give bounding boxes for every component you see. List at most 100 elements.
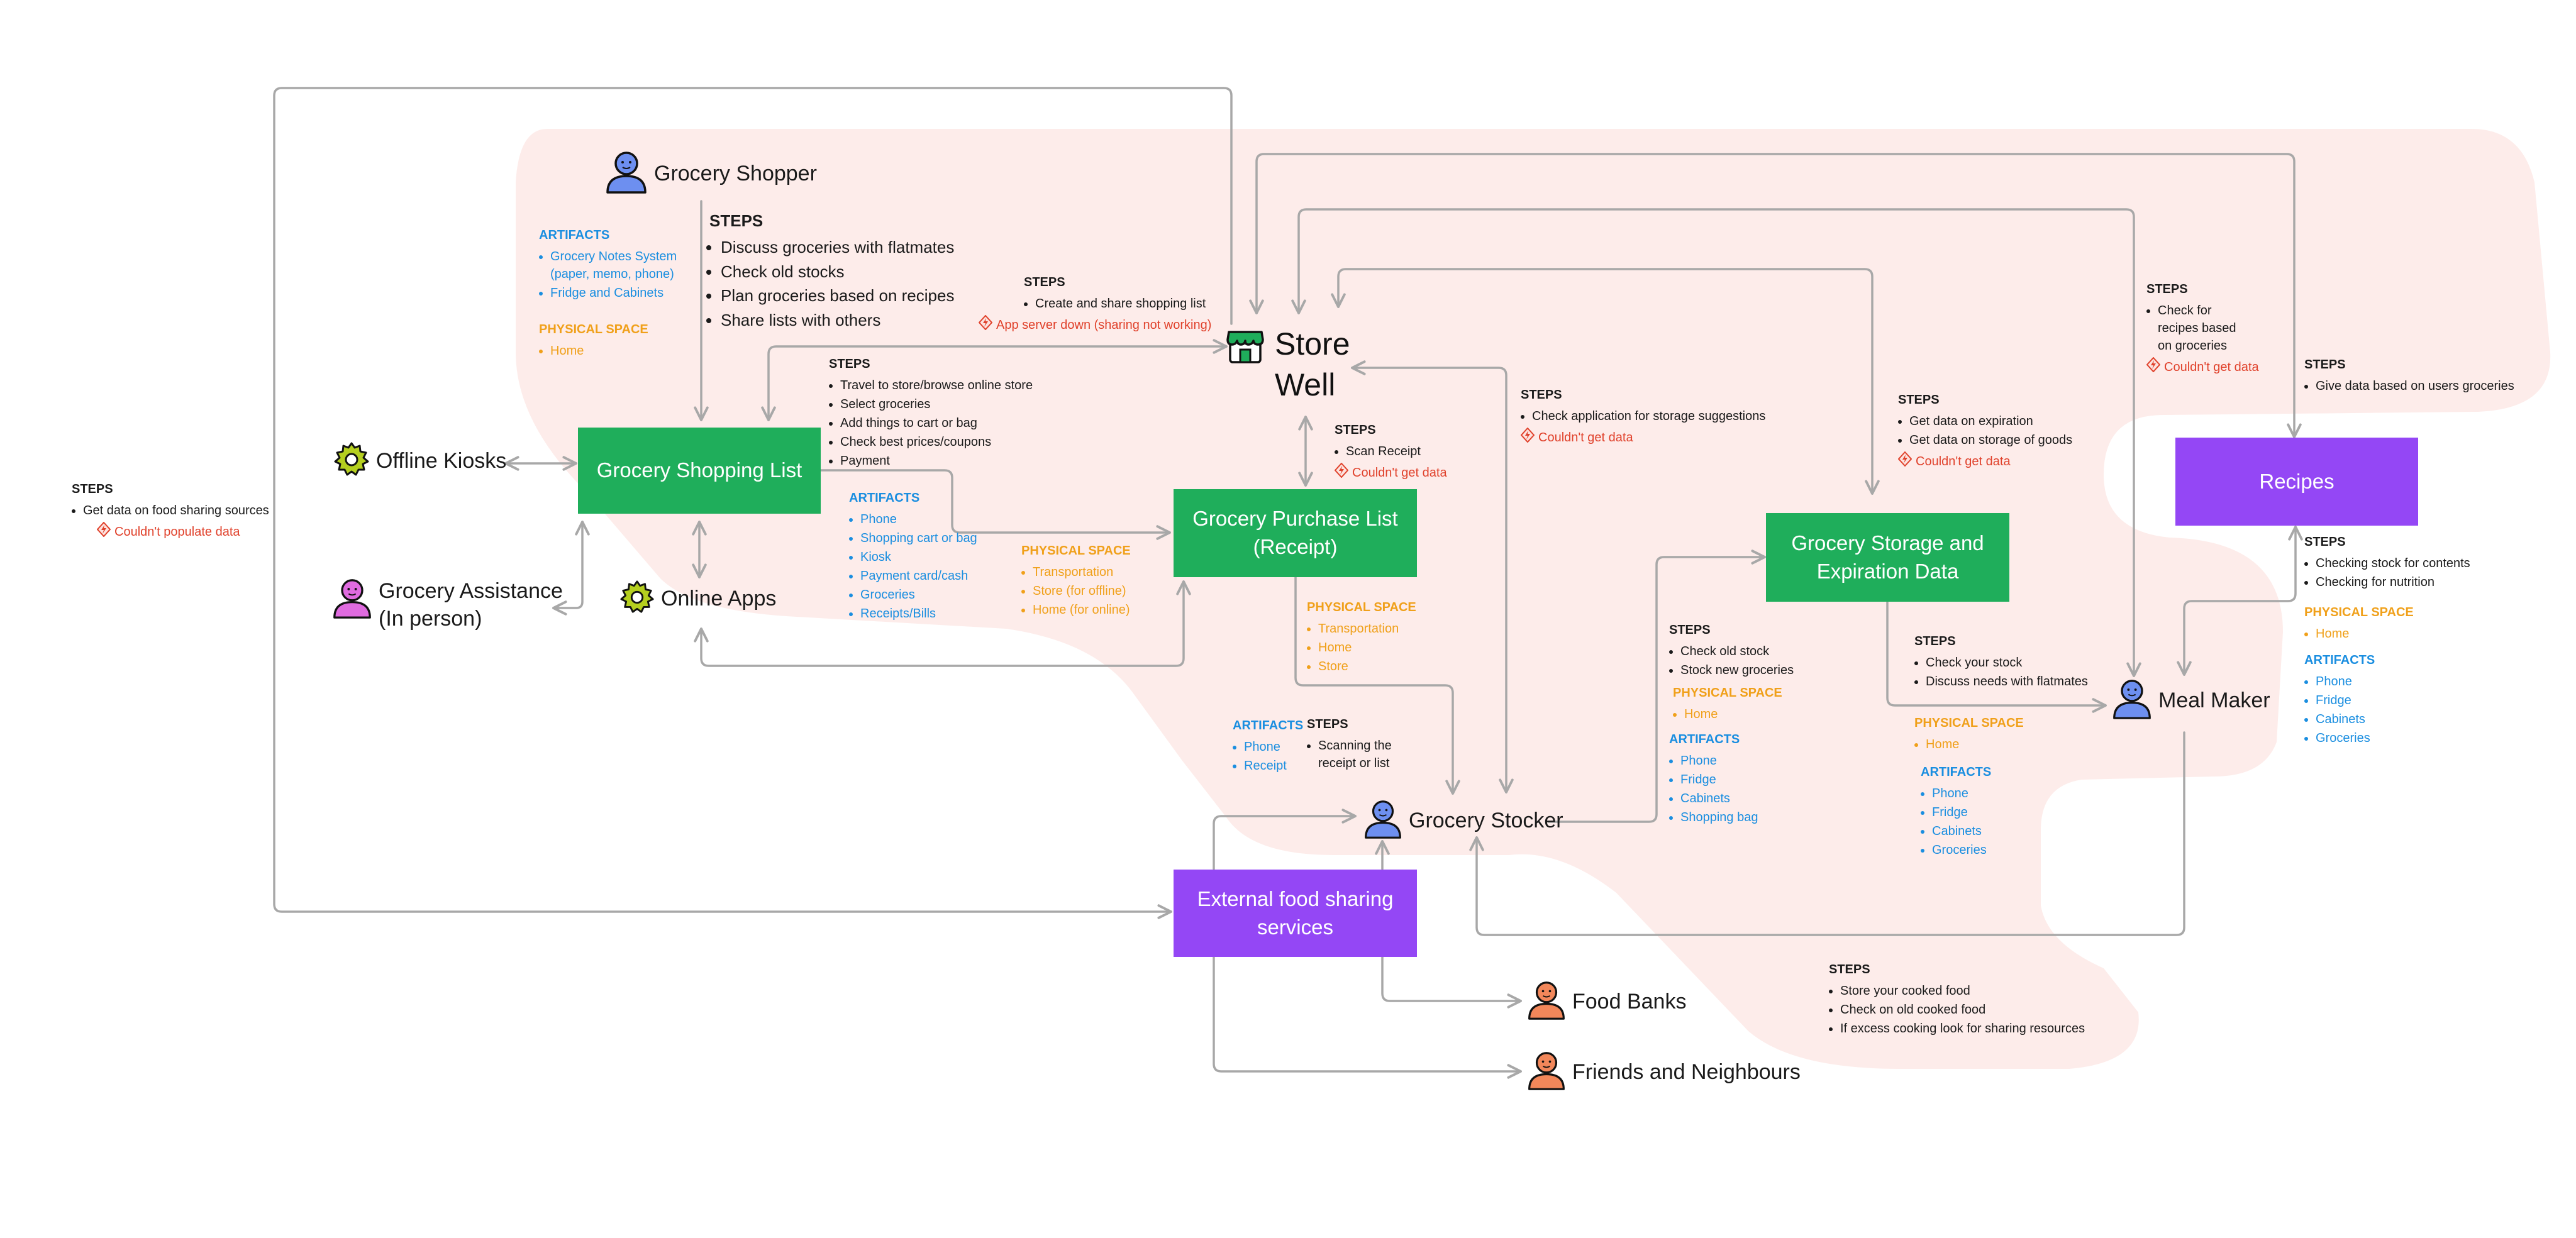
store-well-title: Store Well	[1275, 326, 1350, 402]
list-item: Phone	[1932, 785, 2046, 802]
note-heading: STEPS	[1335, 423, 1376, 437]
list-item: Cabinets	[2316, 710, 2430, 728]
list-item: Groceries	[860, 586, 1013, 604]
actor-grocery-shopper[interactable]: Grocery Shopper	[605, 150, 817, 198]
list-item: Payment card/cash	[860, 567, 1013, 585]
note-heading: STEPS	[1898, 393, 1940, 407]
note-list: Home	[1914, 736, 2053, 753]
list-item: Discuss groceries with flatmates	[721, 236, 974, 258]
cooked-food-steps-note: STEPS Store your cooked foodCheck on old…	[1829, 961, 2118, 1039]
recipes-query-steps-note: STEPS Check for recipes based on groceri…	[2146, 280, 2272, 377]
stocker-steps-note: STEPS Check old stockStock new groceries	[1669, 621, 1845, 680]
error-row: App server down (sharing not working)	[978, 314, 1218, 335]
actor-offline-kiosks[interactable]: Offline Kiosks	[333, 441, 506, 481]
actor-label: Meal Maker	[2158, 688, 2270, 713]
note-heading: PHYSICAL SPACE	[1914, 716, 2024, 730]
recipes-steps-note: STEPS Checking stock for contentsCheckin…	[2304, 533, 2493, 592]
recipes-node[interactable]: Recipes	[2175, 438, 2418, 526]
note-heading: ARTIFACTS	[1669, 732, 1740, 746]
share-steps-note: STEPS Create and share shopping list App…	[978, 274, 1218, 335]
note-list: PhoneReceipt	[1233, 738, 1308, 775]
note-list: PhoneFridgeCabinetsGroceries	[2304, 673, 2430, 747]
list-item: Fridge and Cabinets	[550, 284, 684, 302]
gear-icon	[619, 580, 655, 618]
list-item: Cabinets	[1680, 790, 1807, 807]
note-list: PhoneFridgeCabinetsShopping bag	[1669, 752, 1807, 826]
connector-store-meal	[1291, 208, 2141, 677]
list-item: Phone	[1244, 738, 1308, 756]
lightning-error-icon	[96, 521, 111, 542]
list-item: Create and share shopping list	[1035, 295, 1218, 312]
connector-list-store	[761, 339, 1228, 421]
list-item: Receipts/Bills	[860, 605, 1013, 622]
note-list: Travel to store/browse online storeSelec…	[829, 377, 1055, 470]
error-row: Couldn't get data	[1334, 462, 1485, 483]
list-item: Kiosk	[860, 548, 1013, 566]
actor-grocery-assistance[interactable]: Grocery Assistance (In person)	[332, 577, 563, 633]
actor-grocery-stocker[interactable]: Grocery Stocker	[1363, 799, 1563, 843]
list-item: Get data on expiration	[1909, 412, 2099, 430]
actor-online-apps[interactable]: Online Apps	[619, 580, 776, 618]
stocker-artifacts-note: ARTIFACTS PhoneFridgeCabinetsShopping ba…	[1669, 731, 1807, 827]
note-heading: STEPS	[1914, 634, 1956, 648]
list-item: Home	[550, 342, 677, 360]
recipes-artifacts-note: ARTIFACTS PhoneFridgeCabinetsGroceries	[2304, 651, 2430, 748]
list-item: Plan groceries based on recipes	[721, 284, 974, 307]
lightning-error-icon	[1520, 427, 1535, 448]
list-item: Share lists with others	[721, 309, 974, 331]
note-list: TransportationHomeStore	[1307, 620, 1445, 675]
store-icon	[1226, 327, 1264, 365]
person-icon	[2112, 678, 2152, 724]
list-item: Receipt	[1244, 757, 1308, 775]
actor-food-banks[interactable]: Food Banks	[1527, 980, 1686, 1024]
note-list: Home	[2304, 625, 2443, 643]
note-heading: PHYSICAL SPACE	[1673, 686, 1782, 700]
error-row: Couldn't get data	[1520, 427, 1785, 448]
grocery-shopping-list-node[interactable]: Grocery Shopping List	[578, 428, 821, 514]
note-heading: ARTIFACTS	[2304, 653, 2375, 667]
error-text: Couldn't get data	[2164, 360, 2259, 374]
note-heading: STEPS	[709, 211, 763, 230]
error-text: App server down (sharing not working)	[996, 318, 1212, 332]
list-item: Scanning the receipt or list	[1318, 737, 1420, 772]
list-item: Check for recipes based on groceries	[2158, 302, 2240, 355]
connector-store-external	[273, 87, 1233, 919]
external-food-sharing-node[interactable]: External food sharing services	[1174, 870, 1417, 957]
grocery-purchase-list-node[interactable]: Grocery Purchase List (Receipt)	[1174, 489, 1417, 577]
note-heading: PHYSICAL SPACE	[539, 323, 648, 336]
gear-icon	[333, 441, 370, 481]
error-row: Couldn't get data	[1897, 451, 2099, 472]
storage-app-steps-note: STEPS Check application for storage sugg…	[1520, 386, 1785, 448]
recipes-physical-note: PHYSICAL SPACE Home	[2304, 604, 2443, 644]
connector-external-foodbanks	[1381, 954, 1522, 1009]
note-list: PhoneFridgeCabinetsGroceries	[1921, 785, 2046, 859]
grocery-storage-node[interactable]: Grocery Storage and Expiration Data	[1766, 513, 2009, 602]
note-heading: PHYSICAL SPACE	[1021, 544, 1131, 558]
connector-stocker-store	[1351, 360, 1514, 793]
list-item: Check your stock	[1926, 654, 2116, 672]
connector-stocker-storage	[1547, 550, 1766, 823]
list-item: Select groceries	[840, 395, 1055, 413]
lightning-error-icon	[2146, 356, 2161, 377]
note-list: Check old stockStock new groceries	[1669, 643, 1845, 679]
person-icon	[1527, 1050, 1566, 1095]
lightning-error-icon	[1897, 451, 1913, 472]
note-heading: ARTIFACTS	[1921, 765, 1992, 779]
scan-steps-note: STEPS Scan Receipt Couldn't get data	[1334, 421, 1485, 483]
connector-external-stocker	[1213, 809, 1357, 870]
list-item: Fridge	[1932, 804, 2046, 821]
actor-friends-neighbours[interactable]: Friends and Neighbours	[1527, 1050, 1801, 1095]
error-text: Couldn't get data	[1352, 466, 1447, 480]
note-list: Discuss groceries with flatmatesCheck ol…	[709, 236, 974, 331]
shopper-artifacts-note: ARTIFACTS Grocery Notes System (paper, m…	[539, 226, 684, 303]
list-item: Fridge	[1680, 771, 1807, 788]
connector-storage-meal	[1886, 601, 2107, 713]
meal-artifacts-note: ARTIFACTS PhoneFridgeCabinetsGroceries	[1921, 763, 2046, 860]
actor-meal-maker[interactable]: Meal Maker	[2112, 678, 2270, 724]
list-item: Checking for nutrition	[2316, 573, 2493, 591]
list-item: Grocery Notes System (paper, memo, phone…	[550, 248, 684, 283]
connector-external-friends	[1213, 954, 1522, 1079]
list-item: Transportation	[1318, 620, 1445, 638]
list-item: Phone	[1680, 752, 1807, 770]
expiration-steps-note: STEPS Get data on expirationGet data on …	[1897, 391, 2099, 472]
